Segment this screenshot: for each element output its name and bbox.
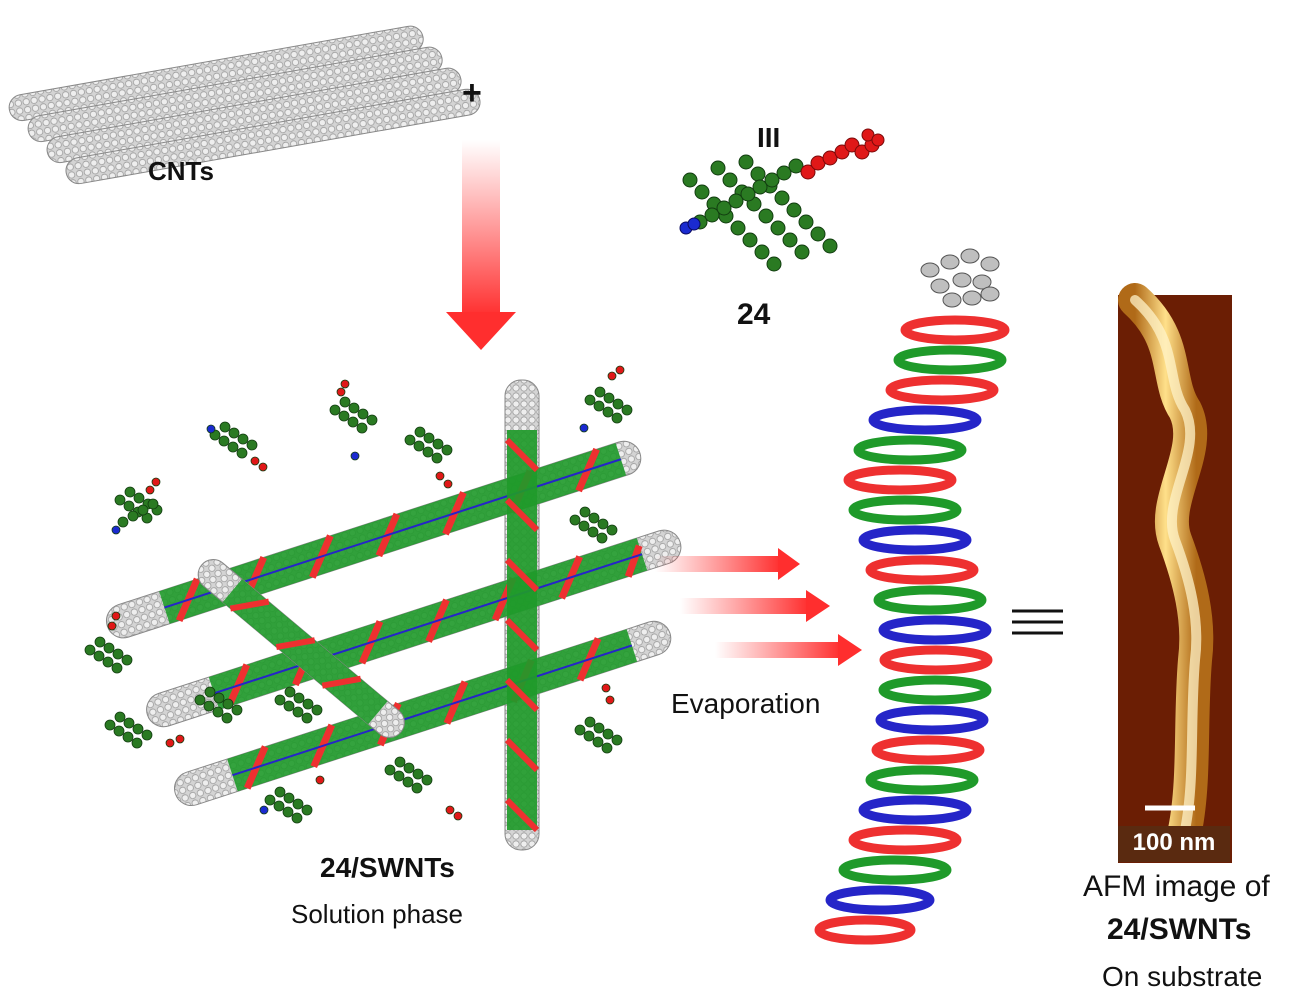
three-bar-equivalence-icon (1012, 609, 1063, 635)
solution-phase-label: Solution phase (291, 899, 464, 929)
scale-bar-label: 100 nm (1118, 826, 1230, 862)
afm-caption-line1: AFM image of (1083, 870, 1270, 903)
down-arrow-icon (446, 140, 516, 350)
afm-panel-frame (1118, 295, 1232, 863)
evaporation-arrows (655, 548, 862, 666)
solution-phase-assembly (105, 379, 682, 851)
afm-caption-line3: On substrate (1102, 961, 1263, 992)
afm-caption-line2: 24/SWNTs (1107, 913, 1252, 946)
plus-sign: + (462, 74, 482, 112)
evaporation-label: Evaporation (671, 688, 821, 719)
afm-image (1118, 283, 1232, 863)
free-molecules (84, 365, 633, 824)
complex-label: 24/SWNTs (320, 852, 455, 883)
cnt-bundle (8, 25, 481, 185)
cnts-label: CNTs (148, 156, 214, 186)
compound-label: 24 (737, 298, 771, 331)
wrapped-nanotube-bundle (814, 248, 1010, 945)
iii-label: III (757, 122, 781, 153)
molecule-24-model (679, 128, 885, 272)
